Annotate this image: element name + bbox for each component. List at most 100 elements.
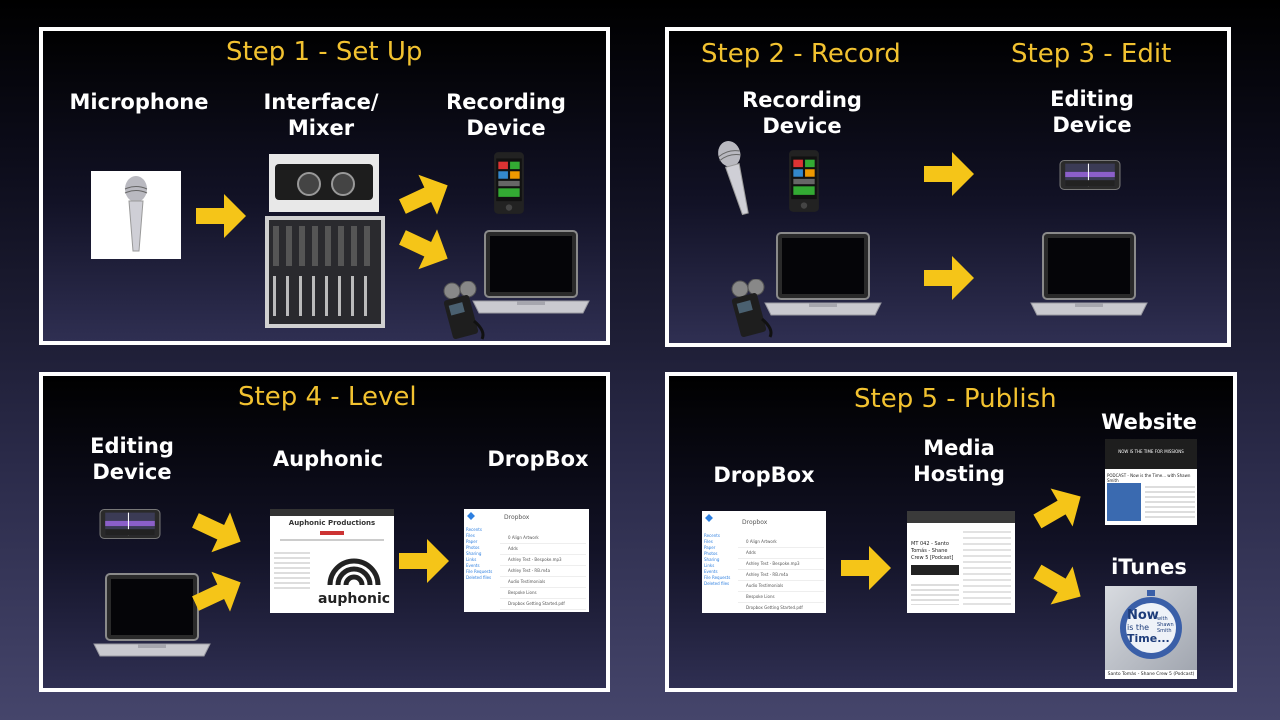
mixer-image <box>265 216 385 328</box>
dropbox-screenshot: Dropbox Recents Files Paper Photos Shari… <box>702 511 826 613</box>
sidebar-item: Recents <box>466 527 482 532</box>
dropbox-screenshot: Dropbox Recents Files Paper Photos Shari… <box>464 509 589 612</box>
list-item: Dropbox Getting Started.pdf <box>738 603 824 613</box>
sidebar-item: Photos <box>704 551 718 556</box>
sidebar-item: Paper <box>466 539 478 544</box>
list-item: Bespoke Lions <box>500 588 586 599</box>
step4-panel: Step 4 - Level Editing Device Auphonic D… <box>39 372 610 692</box>
artwork-is-the: is the <box>1127 623 1150 632</box>
interface-image <box>269 154 379 212</box>
list-item: Ashley Test - RB.m4a <box>738 570 824 581</box>
phone-icon <box>787 149 821 213</box>
episode-title: MT 042 - Santo Tomás - Shane Crew 5 [Pod… <box>911 541 954 561</box>
phone-landscape-icon <box>1059 159 1121 191</box>
sidebar-item: Recents <box>704 533 720 538</box>
website-post-title: PODCAST - Now is the Time... with Shawn … <box>1107 473 1191 483</box>
arrow-icon <box>392 163 458 229</box>
list-item: Bespoke Lions <box>738 592 824 603</box>
stopwatch-icon <box>1120 590 1182 659</box>
website-label: Website <box>1101 410 1197 434</box>
list-item: Dropbox Getting Started.pdf <box>500 599 586 610</box>
interface-mixer-label: Interface/ Mixer <box>263 90 379 140</box>
list-item: Ashley Test - Bespoke.mp3 <box>738 559 824 570</box>
step1-panel: Step 1 - Set Up Microphone Interface/ Mi… <box>39 27 610 345</box>
sidebar-item: Sharing <box>704 557 720 562</box>
step2-title: Step 2 - Record <box>701 39 901 69</box>
phone-landscape-icon <box>99 508 161 540</box>
sidebar-item: Links <box>704 563 715 568</box>
step3-title: Step 3 - Edit <box>1011 39 1172 69</box>
step1-title: Step 1 - Set Up <box>226 37 423 67</box>
website-banner: NOW IS THE TIME FOR MISSIONS <box>1118 449 1184 454</box>
list-item: Adds <box>738 548 824 559</box>
dropbox-file-list: 0 Align Artwork Adds Ashley Test - Bespo… <box>500 533 586 610</box>
artwork-with: with Shawn Smith <box>1157 616 1174 634</box>
list-item: 0 Align Artwork <box>500 533 586 544</box>
microphone-image <box>91 171 181 259</box>
website-screenshot: NOW IS THE TIME FOR MISSIONS PODCAST - N… <box>1105 439 1197 525</box>
recording-device-label: Recording Device <box>446 90 566 140</box>
arrow-icon <box>399 536 449 586</box>
sidebar-item: Events <box>466 563 480 568</box>
sidebar-item: Paper <box>704 545 716 550</box>
arrow-icon <box>185 498 251 564</box>
arrow-icon <box>196 191 246 241</box>
auphonic-page-header: Auphonic Productions <box>288 519 376 527</box>
step4-title: Step 4 - Level <box>238 382 417 412</box>
itunes-label: iTunes <box>1111 555 1187 579</box>
list-item: Adds <box>500 544 586 555</box>
list-item: Audio Testimonials <box>500 577 586 588</box>
sidebar-item: File Requests <box>704 575 731 580</box>
itunes-artwork: Now is the Time... with Shawn Smith Sant… <box>1105 586 1197 679</box>
dropbox-label: DropBox <box>487 447 589 471</box>
sidebar-item: Sharing <box>466 551 482 556</box>
phone-icon <box>492 151 526 215</box>
sidebar-item: File Requests <box>466 569 493 574</box>
step2-3-panel: Step 2 - Record Step 3 - Edit Recording … <box>665 27 1231 347</box>
media-hosting-label: Media Hosting <box>913 436 1005 486</box>
auphonic-logo-icon <box>327 558 381 586</box>
arrow-icon <box>841 543 891 593</box>
recording-device-label: Recording Device <box>742 88 862 138</box>
dropbox-sidebar: Recents Files Paper Photos Sharing Links… <box>466 527 496 581</box>
dropbox-page-header: Dropbox <box>504 514 530 521</box>
recorder-icon <box>726 279 776 339</box>
arrow-icon <box>1025 475 1093 543</box>
sidebar-item: Deleted files <box>466 575 492 580</box>
auphonic-brand: auphonic <box>317 591 391 607</box>
media-hosting-screenshot: MT 042 - Santo Tomás - Shane Crew 5 [Pod… <box>907 511 1015 613</box>
sidebar-item: Files <box>704 539 713 544</box>
arrow-icon <box>392 215 458 281</box>
recorder-icon <box>438 281 488 341</box>
dropbox-label: DropBox <box>713 463 815 487</box>
auphonic-label: Auphonic <box>272 447 384 471</box>
list-item: Ashley Test - Bespoke.mp3 <box>500 555 586 566</box>
list-item: Ashley Test - RB.m4a <box>500 566 586 577</box>
sidebar-item: Photos <box>466 545 480 550</box>
sidebar-item: Links <box>466 557 477 562</box>
microphone-icon <box>706 135 765 223</box>
microphone-icon <box>116 175 156 255</box>
laptop-icon <box>1028 231 1150 321</box>
dropbox-page-header: Dropbox <box>742 519 768 526</box>
artwork-time: Time... <box>1127 632 1170 645</box>
dropbox-sidebar: Recents Files Paper Photos Sharing Links… <box>704 533 734 587</box>
list-item: Audio Testimonials <box>738 581 824 592</box>
arrow-icon <box>924 253 974 303</box>
artwork-caption: Santo Tomás - Shane Crew 5 (Podcast) <box>1105 670 1197 679</box>
laptop-icon <box>470 229 592 319</box>
sidebar-item: Files <box>466 533 475 538</box>
dropbox-file-list: 0 Align Artwork Adds Ashley Test - Bespo… <box>738 537 824 613</box>
arrow-icon <box>924 149 974 199</box>
editing-device-label: Editing Device <box>90 434 174 484</box>
editing-device-label: Editing Device <box>1050 87 1134 137</box>
microphone-label: Microphone <box>69 90 209 114</box>
step5-title: Step 5 - Publish <box>854 384 1057 414</box>
list-item: 0 Align Artwork <box>738 537 824 548</box>
laptop-icon <box>762 231 884 321</box>
sidebar-item: Events <box>704 569 718 574</box>
sidebar-item: Deleted files <box>704 581 730 586</box>
step5-panel: Step 5 - Publish DropBox Media Hosting W… <box>665 372 1237 692</box>
artwork-now: Now <box>1127 608 1159 623</box>
auphonic-screenshot: Auphonic Productions auphonic <box>270 509 394 613</box>
